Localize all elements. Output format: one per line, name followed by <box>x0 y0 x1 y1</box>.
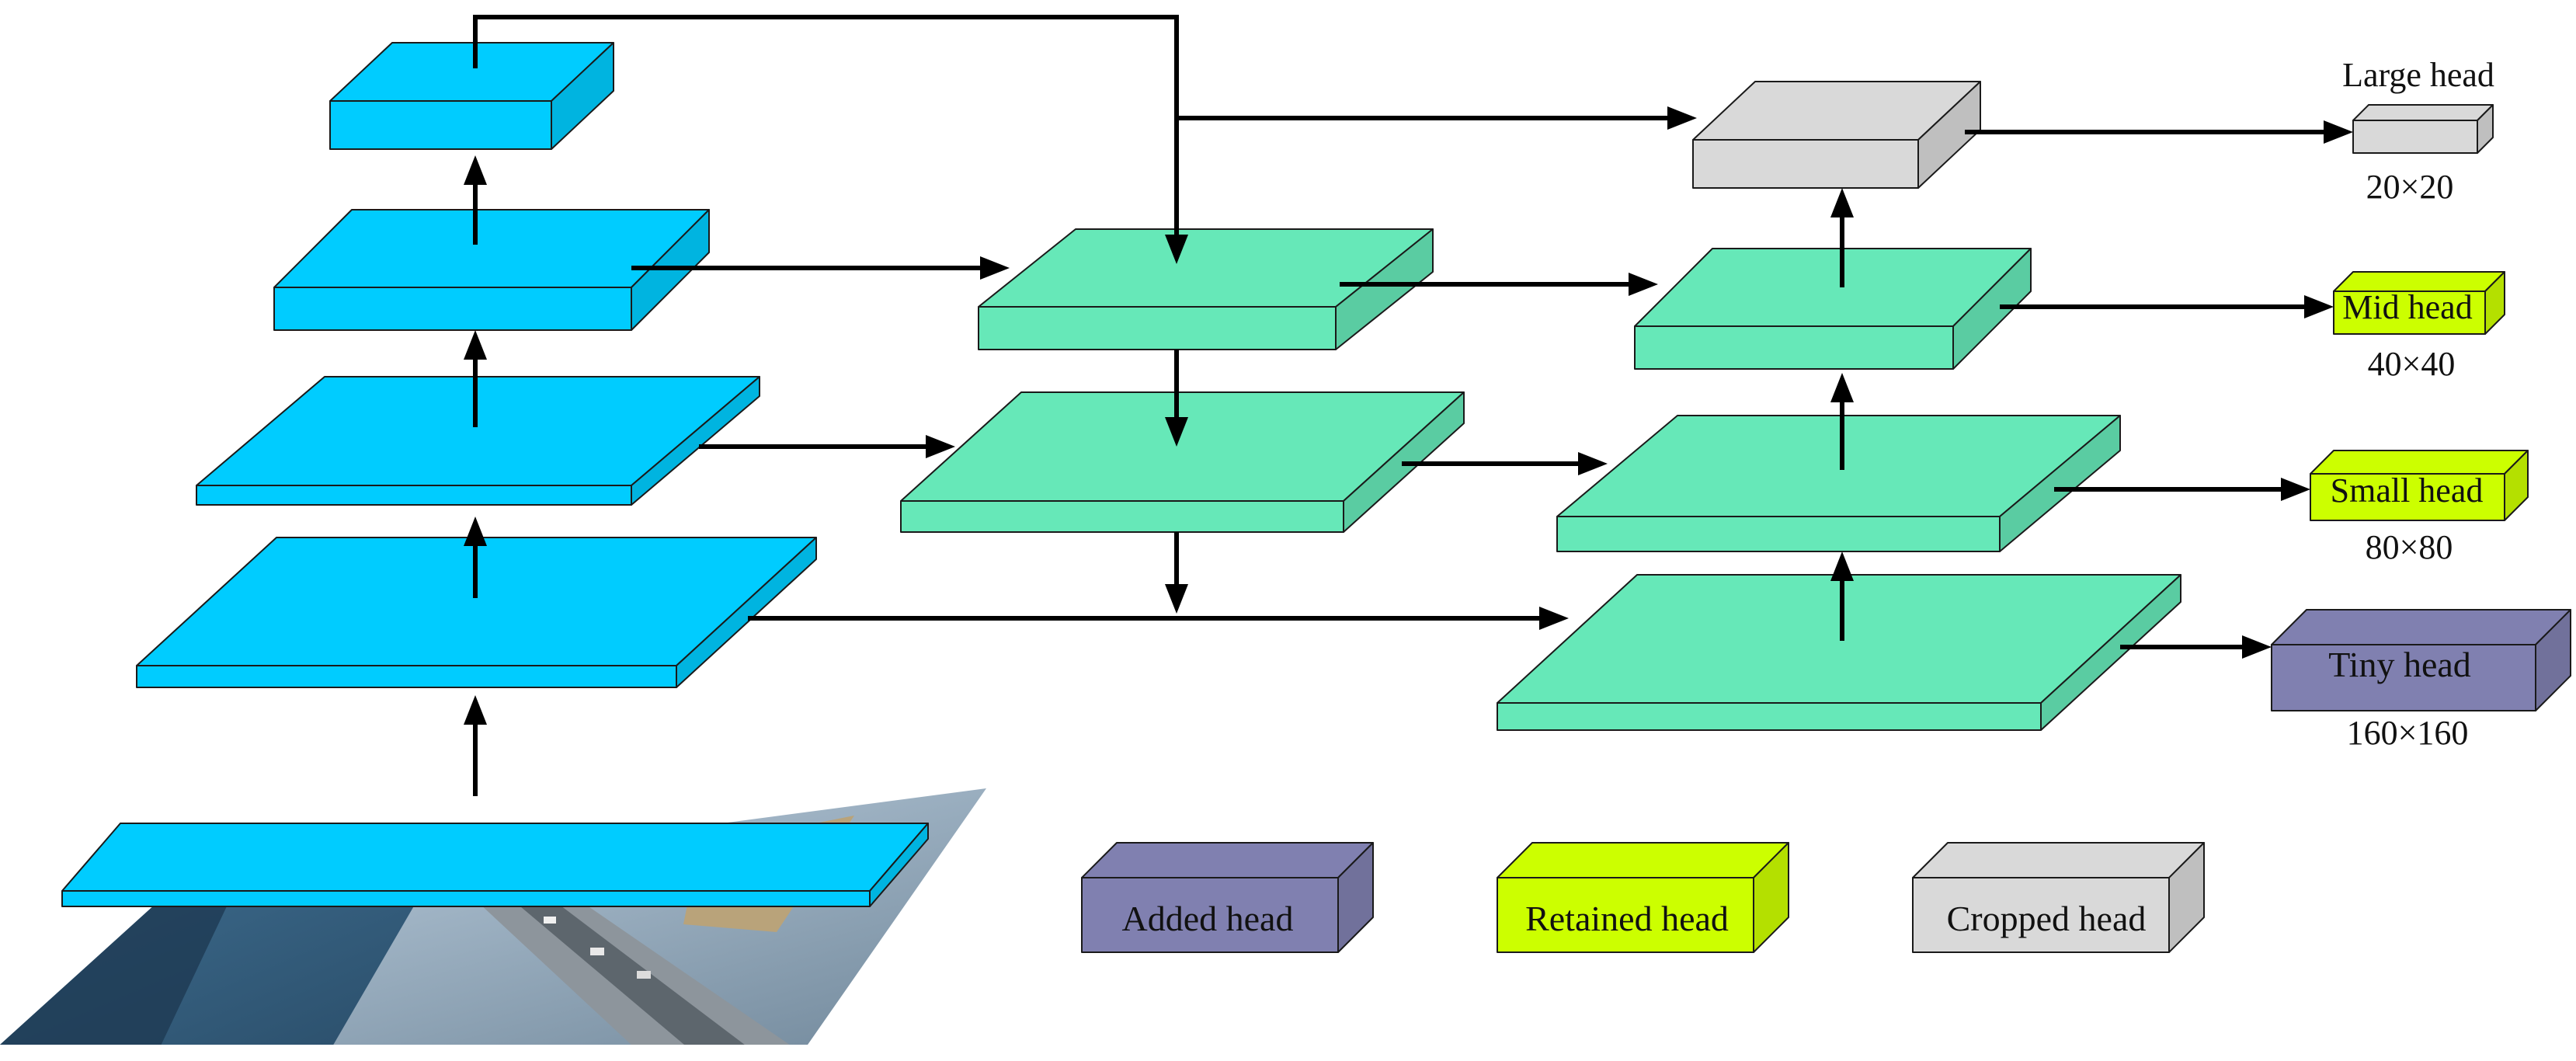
tiny-head-size: 160×160 <box>2347 714 2469 752</box>
small-head-label: Small head <box>2331 471 2484 510</box>
neck-right-layer-3 <box>1556 415 2121 552</box>
connection-arrows <box>464 15 2353 796</box>
arrow-b2-to-right-4 <box>748 607 1569 630</box>
neck-layer-upper <box>978 228 1434 350</box>
neck-layer-lower <box>900 391 1465 533</box>
arrow-to-tiny-head <box>2120 635 2272 659</box>
arrow-right-2-to-top <box>1830 188 1854 287</box>
input-image-icon <box>0 788 986 1045</box>
legend-cropped-box <box>1912 842 2205 953</box>
legend-retained-box <box>1497 842 1789 953</box>
feature-layers <box>61 42 2571 953</box>
arrow-backbone-4-5 <box>464 155 487 245</box>
arrow-top-to-gray <box>1177 106 1697 130</box>
arrow-to-small-head <box>2054 478 2310 501</box>
mid-head-label: Mid head <box>2342 288 2472 326</box>
legend-retained-label: Retained head <box>1525 899 1729 938</box>
large-head-box <box>2352 104 2494 154</box>
neck-right-layer-4 <box>1497 574 2181 731</box>
arrow-to-large-head <box>1965 120 2353 144</box>
backbone-layer-2 <box>136 537 817 688</box>
backbone-layer-1 <box>61 823 929 907</box>
backbone-layer-5 <box>329 42 614 150</box>
mid-head-size: 40×40 <box>2368 345 2456 383</box>
small-head-box <box>2310 450 2529 521</box>
arrow-right-4-to-3 <box>1830 551 1854 641</box>
arrow-b4-to-neck-upper <box>631 256 1010 280</box>
large-head-label: Large head <box>2342 56 2494 94</box>
backbone-layer-4 <box>273 209 710 331</box>
legend-added-label: Added head <box>1122 899 1294 938</box>
mid-head-box <box>2333 271 2505 335</box>
arrow-neck-upper-to-right-2 <box>1340 273 1658 296</box>
neck-right-layer-top <box>1692 81 1981 189</box>
small-head-size: 80×80 <box>2366 528 2453 566</box>
tiny-head-label: Tiny head <box>2328 645 2471 684</box>
large-head-size: 20×20 <box>2366 168 2454 206</box>
arrow-right-3-to-2 <box>1830 373 1854 470</box>
arrow-neck-lower-to-right-3 <box>1402 452 1608 475</box>
arrow-top-route <box>473 15 1188 264</box>
neck-right-layer-2 <box>1634 248 2032 370</box>
arrow-b3-to-neck-lower <box>699 435 955 458</box>
arrow-neck-lower-down <box>1165 532 1188 614</box>
arrow-to-mid-head <box>2000 295 2334 318</box>
arrow-backbone-1-2 <box>464 695 487 796</box>
legend-cropped-label: Cropped head <box>1947 899 2147 938</box>
arrow-backbone-2-3 <box>464 517 487 598</box>
arrow-backbone-3-4 <box>464 330 487 427</box>
legend-added-box <box>1081 842 1374 953</box>
tiny-head-box <box>2271 609 2571 711</box>
arrow-neck-upper-to-lower <box>1165 350 1188 447</box>
backbone-layer-3 <box>196 376 760 506</box>
